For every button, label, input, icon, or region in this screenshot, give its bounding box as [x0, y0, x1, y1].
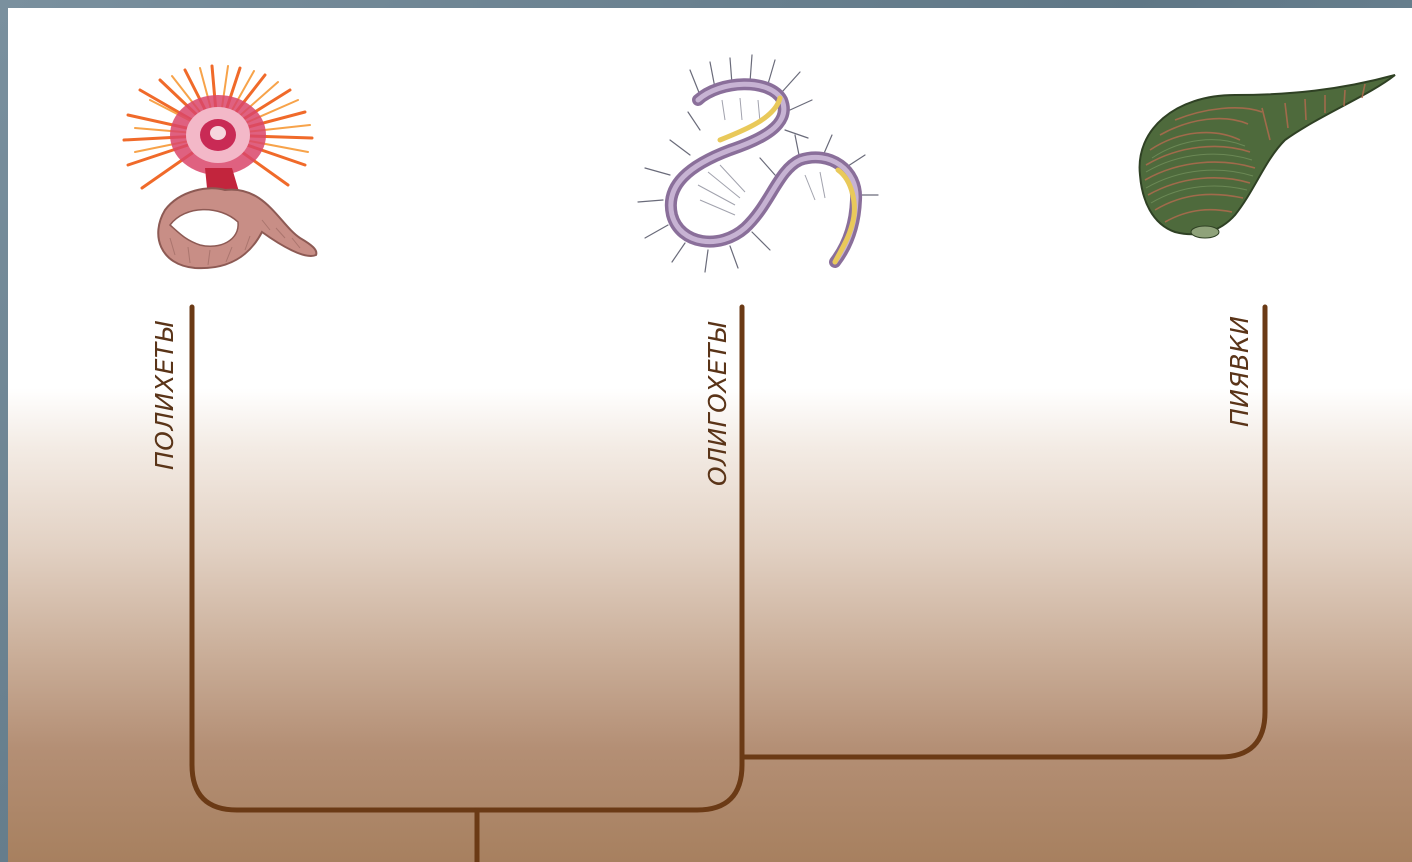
taxon-label-oligochaeta: ОЛИГОХЕТЫ [703, 322, 732, 486]
fan-worm-icon [124, 66, 316, 268]
taxon-label-polychaeta: ПОЛИХЕТЫ [150, 321, 179, 470]
leech-icon [1140, 75, 1395, 238]
branch-polychaeta [192, 307, 477, 810]
branch-hirudinea [742, 307, 1265, 757]
taxon-label-hirudinea: ПИЯВКИ [1225, 316, 1254, 427]
bristle-worm-icon [638, 55, 878, 272]
